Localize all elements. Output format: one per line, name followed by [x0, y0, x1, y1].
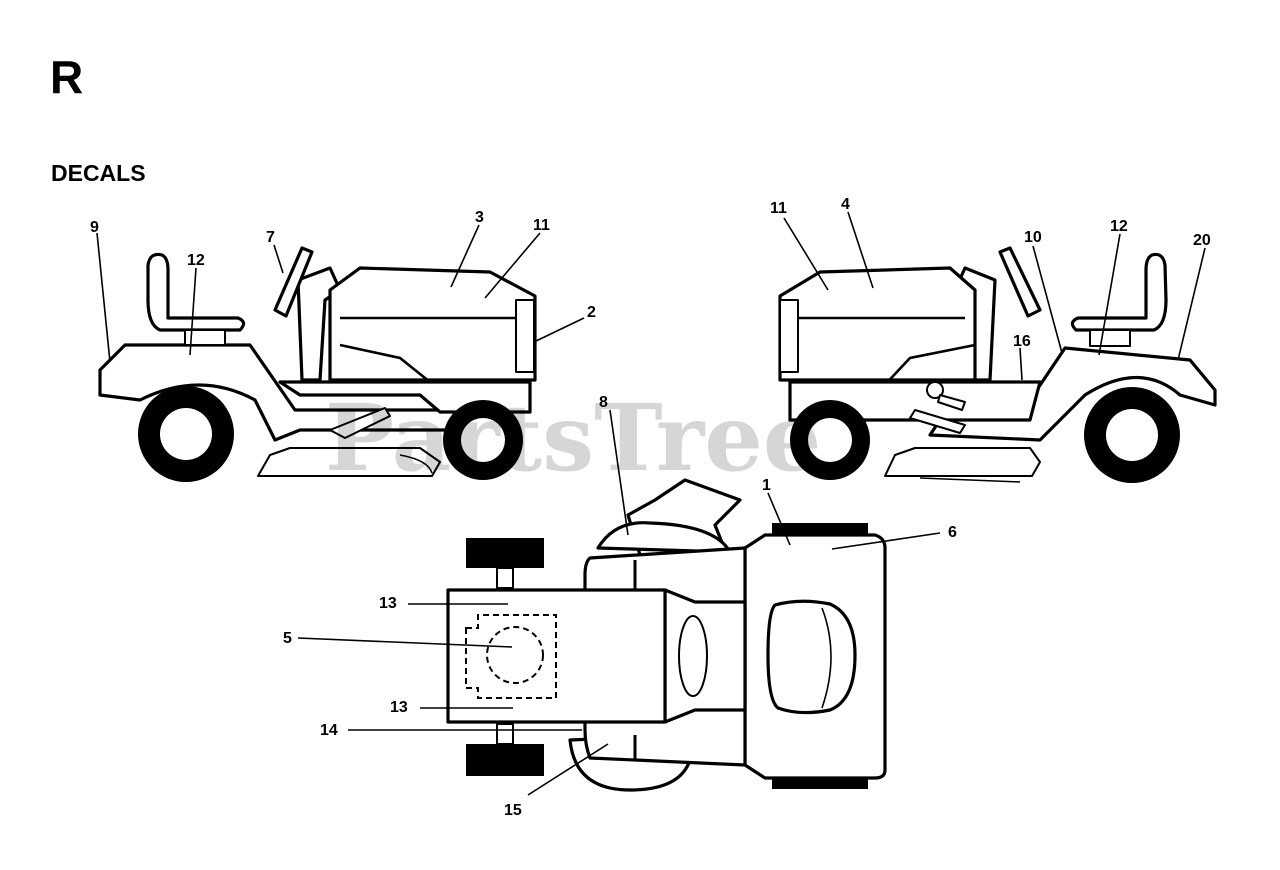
callout-20: 20 [1193, 232, 1211, 249]
callout-13-top: 13 [379, 595, 397, 612]
callout-14: 14 [320, 722, 338, 739]
tractor-right-side-view [778, 246, 1217, 483]
callout-4: 4 [841, 196, 850, 213]
callout-11-left: 11 [533, 217, 550, 234]
steering-wheel-left [273, 246, 314, 318]
tractor-left-side-view [98, 246, 537, 482]
mower-deck-left [257, 447, 441, 477]
callout-6: 6 [948, 524, 957, 541]
decal-area-hood [465, 614, 557, 699]
seat-left [146, 252, 246, 332]
callout-7: 7 [266, 229, 275, 246]
callout-9: 9 [90, 219, 99, 236]
steering-wheel-right [998, 246, 1042, 318]
leader-lines [96, 211, 1206, 796]
seat-top [766, 599, 857, 715]
hood-right [778, 266, 977, 382]
callout-8: 8 [599, 394, 608, 411]
callout-1: 1 [762, 477, 771, 494]
callout-15: 15 [504, 802, 522, 819]
tractor-top-view [446, 478, 887, 792]
seat-right [1070, 252, 1168, 332]
callout-labels: 9 12 7 3 11 2 11 4 10 16 12 20 8 1 6 13 … [90, 196, 1211, 819]
callout-10: 10 [1024, 229, 1042, 246]
callout-16: 16 [1013, 333, 1031, 350]
callout-3: 3 [475, 209, 484, 226]
mower-deck-right [884, 447, 1041, 477]
hood-left [328, 266, 537, 382]
callout-12-left: 12 [187, 252, 205, 269]
section-letter: R [50, 51, 84, 103]
callout-5: 5 [283, 630, 292, 647]
callout-12-right: 12 [1110, 218, 1128, 235]
callout-2: 2 [587, 304, 596, 321]
callout-13-bottom: 13 [390, 699, 408, 716]
section-title: DECALS [51, 160, 146, 186]
callout-11-right: 11 [770, 200, 787, 217]
watermark-text: PartsTree [325, 384, 821, 492]
